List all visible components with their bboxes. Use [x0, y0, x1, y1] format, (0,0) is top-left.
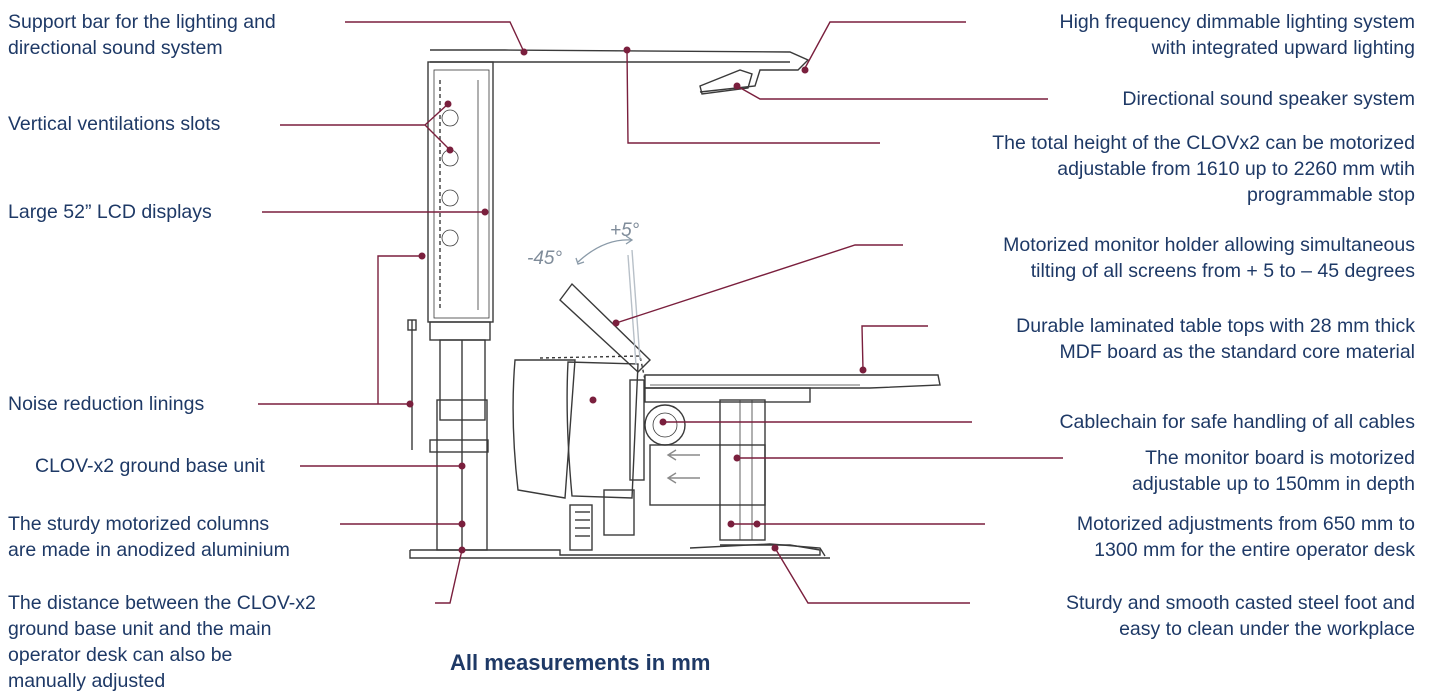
- caption: All measurements in mm: [450, 650, 711, 675]
- label-distance: The distance between the CLOV-x2 ground …: [8, 592, 316, 692]
- label-foot: Sturdy and smooth casted steel foot and …: [1065, 592, 1415, 640]
- label-monitor-holder: Motorized monitor holder allowing simult…: [1003, 234, 1415, 282]
- label-ground-base: CLOV-x2 ground base unit: [35, 455, 265, 477]
- label-adjustments: Motorized adjustments from 650 mm to 130…: [1076, 513, 1415, 561]
- label-columns: The sturdy motorized columns are made in…: [8, 513, 290, 561]
- label-support-bar: Support bar for the lighting and directi…: [8, 11, 276, 59]
- label-cablechain: Cablechain for safe handling of all cabl…: [1059, 411, 1415, 433]
- angle-plus-label: +5°: [610, 220, 640, 241]
- label-monitor-board: The monitor board is motorized adjustabl…: [1132, 447, 1415, 495]
- label-ventilation: Vertical ventilations slots: [8, 113, 221, 135]
- label-lighting: High frequency dimmable lighting system …: [1059, 11, 1416, 59]
- label-noise: Noise reduction linings: [8, 393, 205, 415]
- label-height: The total height of the CLOVx2 can be mo…: [992, 132, 1415, 206]
- angle-minus-label: -45°: [527, 248, 563, 269]
- label-table-tops: Durable laminated table tops with 28 mm …: [1016, 315, 1415, 363]
- label-speaker: Directional sound speaker system: [1122, 88, 1415, 110]
- label-lcd: Large 52” LCD displays: [8, 201, 212, 223]
